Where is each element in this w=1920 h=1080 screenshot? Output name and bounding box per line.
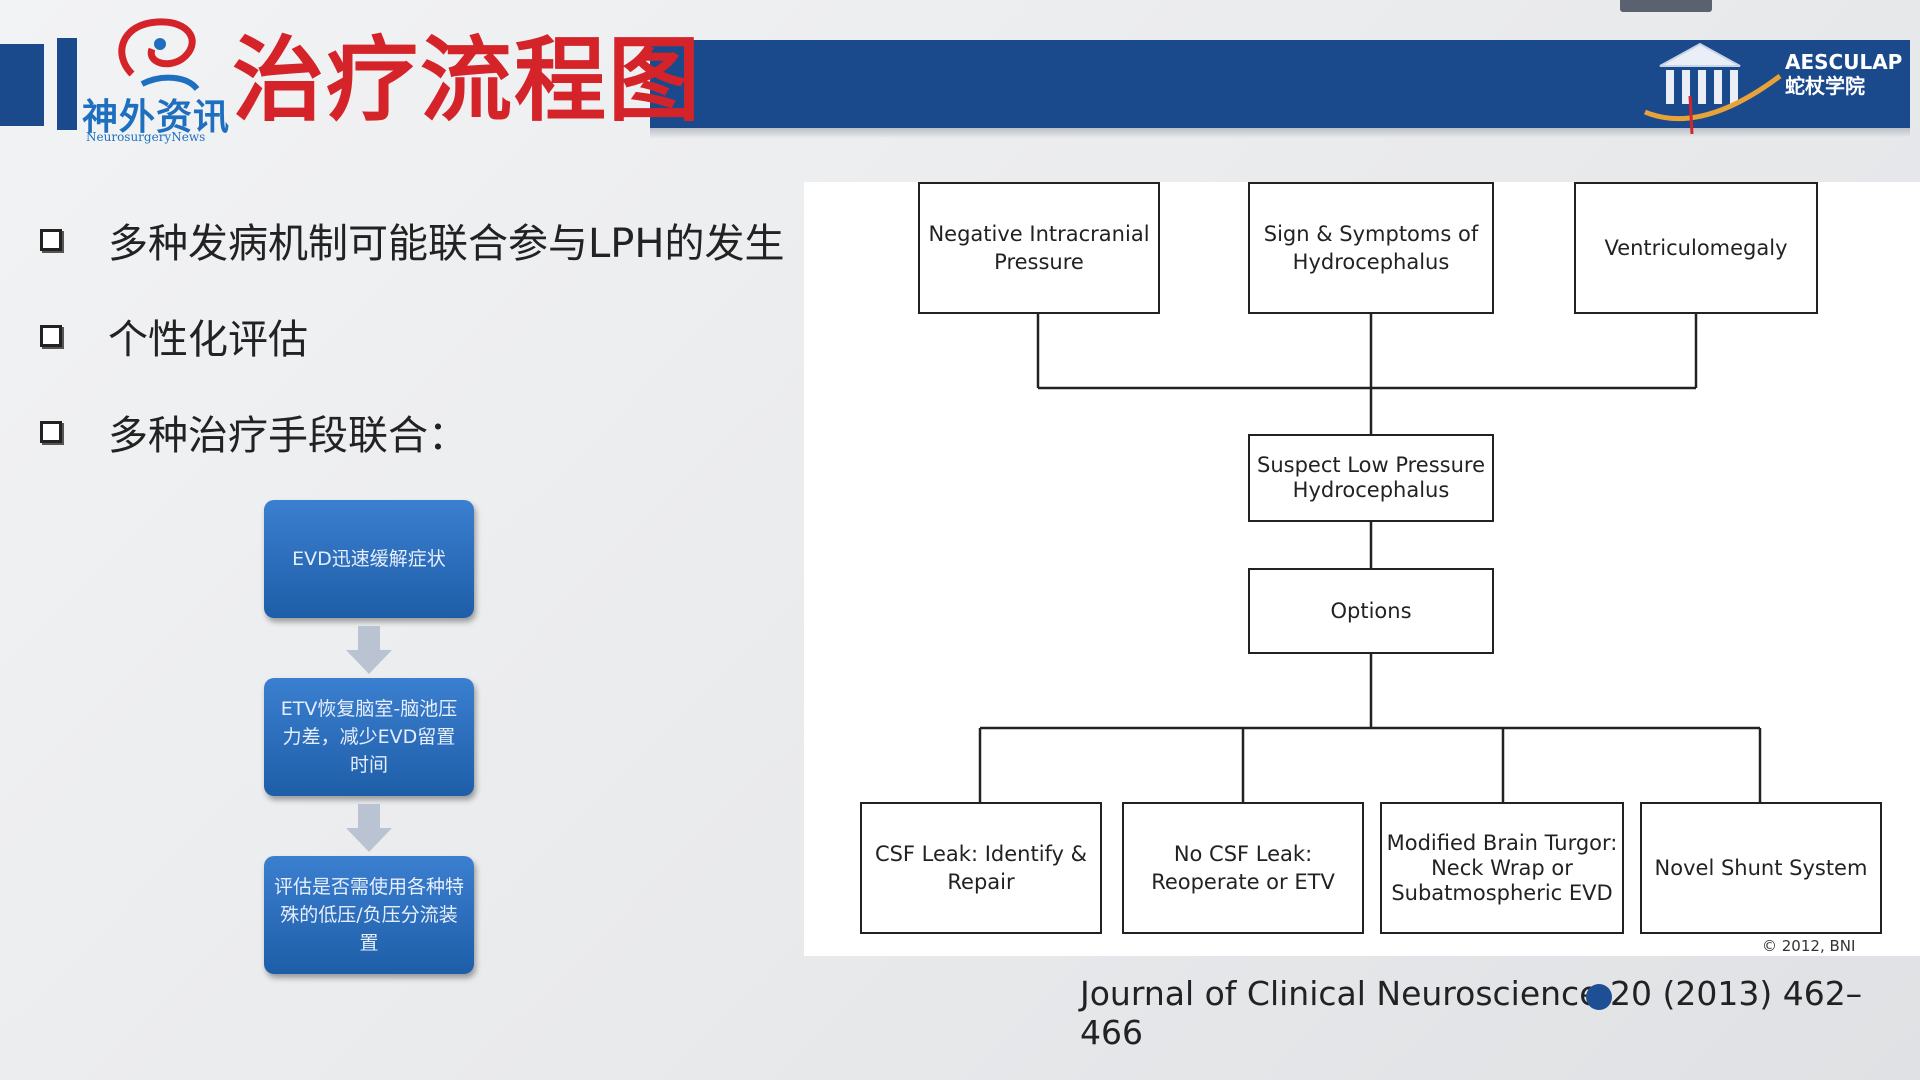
flow-step-etv: ETV恢复脑室-脑池压力差，减少EVD留置时间: [264, 678, 474, 796]
flow-step-shunt-eval: 评估是否需使用各种特殊的低压/负压分流装置: [264, 856, 474, 974]
pointer-dot: [1586, 984, 1612, 1010]
box-no-csf-leak: No CSF Leak: Reoperate or ETV: [1122, 802, 1364, 934]
flowchart-connectors: [978, 314, 1762, 802]
window-tab: [1620, 0, 1712, 12]
flow-step-evd: EVD迅速缓解症状: [264, 500, 474, 618]
header-left-bar-accent: [57, 38, 77, 130]
bullet-item: 多种治疗手段联合：: [40, 384, 784, 480]
bullet-text: 多种治疗手段联合：: [108, 413, 468, 459]
logo-right-text: AESCULAP 蛇杖学院: [1785, 50, 1902, 98]
checkbox-bullet-icon: [40, 229, 62, 251]
down-arrow-icon: [346, 804, 392, 852]
flowchart-panel: Negative Intracranial Pressure Sign & Sy…: [804, 182, 1920, 956]
temple-icon: [1644, 42, 1782, 135]
checkbox-bullet-icon: [40, 421, 62, 443]
header-left-bar: [0, 44, 44, 126]
copyright-text: © 2012, BNI: [1762, 937, 1856, 955]
checkbox-bullet-icon: [40, 325, 62, 347]
bullet-item: 个性化评估: [40, 288, 784, 384]
down-arrow-icon: [346, 626, 392, 674]
aesculap-logo: AESCULAP 蛇杖学院: [1640, 36, 1902, 136]
bullet-item: 多种发病机制可能联合参与LPH的发生: [40, 192, 784, 288]
box-modified-brain-turgor: Modified Brain Turgor: Neck Wrap or Suba…: [1380, 802, 1624, 934]
box-csf-leak: CSF Leak: Identify & Repair: [860, 802, 1102, 934]
box-hydrocephalus-symptoms: Sign & Symptoms of Hydrocephalus: [1248, 182, 1494, 314]
citation-text: Journal of Clinical Neuroscience 20 (201…: [1080, 974, 1863, 1052]
neurosurgery-news-logo: 神外资讯 NeurosurgeryNews: [82, 14, 242, 144]
box-ventriculomegaly: Ventriculomegaly: [1574, 182, 1818, 314]
logo-left-subtext: NeurosurgeryNews: [86, 130, 206, 144]
bullet-text: 个性化评估: [108, 317, 308, 363]
header-band-shadow: [650, 128, 1910, 138]
bullet-text: 多种发病机制可能联合参与LPH的发生: [108, 221, 785, 267]
box-suspect-lph: Suspect Low Pressure Hydrocephalus: [1248, 434, 1494, 522]
logo-right-line1: AESCULAP: [1785, 50, 1903, 74]
logo-right-line2: 蛇杖学院: [1785, 74, 1865, 98]
slide-title: 治疗流程图: [232, 27, 703, 134]
brain-swirl-icon: [118, 18, 200, 92]
logo-left-text: 神外资讯: [82, 96, 231, 138]
bullet-list: 多种发病机制可能联合参与LPH的发生 个性化评估 多种治疗手段联合：: [40, 192, 784, 480]
box-negative-icp: Negative Intracranial Pressure: [918, 182, 1160, 314]
box-novel-shunt: Novel Shunt System: [1640, 802, 1882, 934]
box-options: Options: [1248, 568, 1494, 654]
